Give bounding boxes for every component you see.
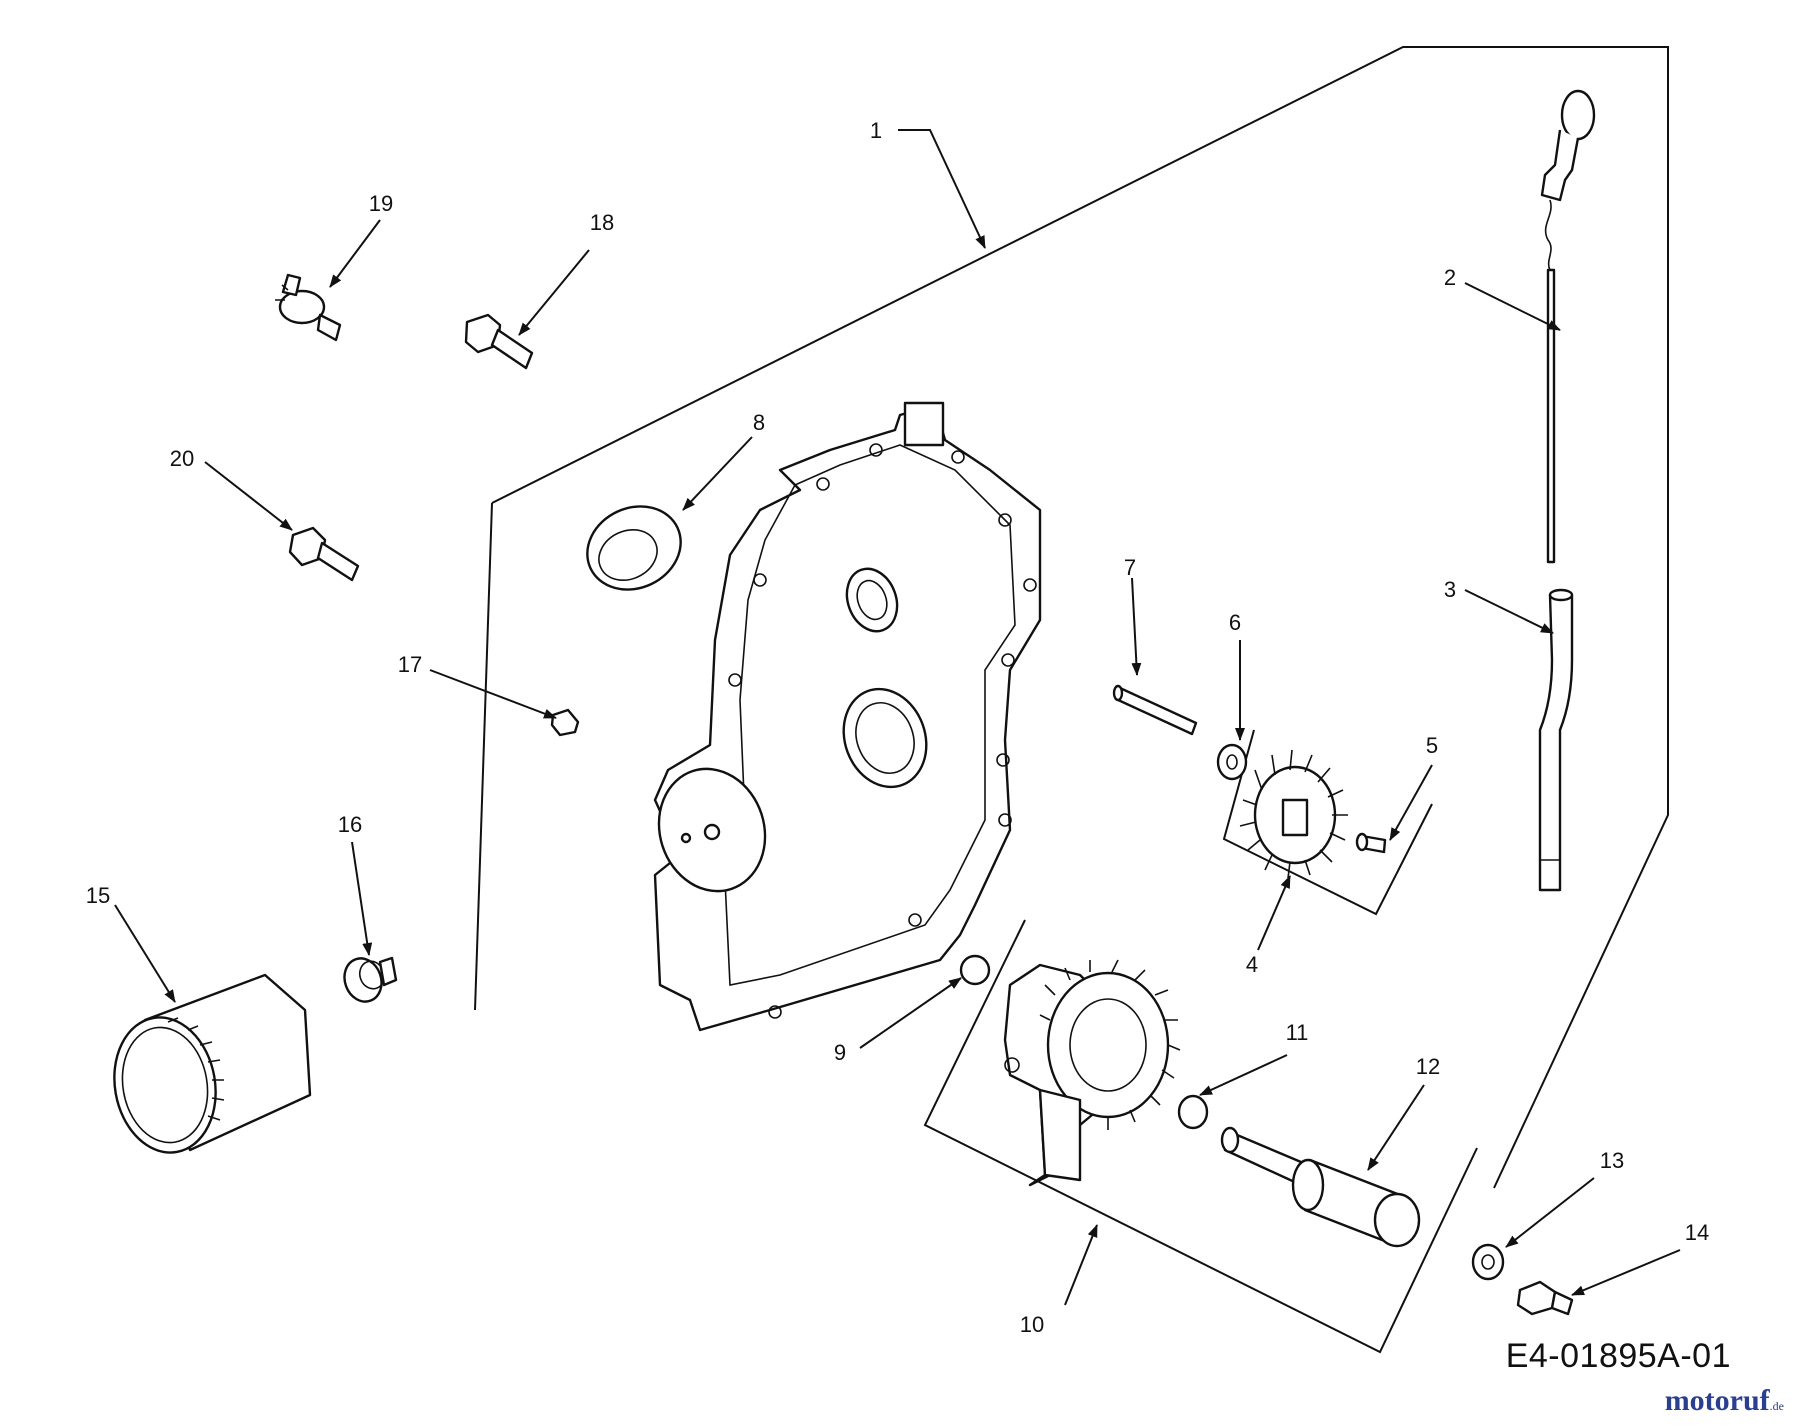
watermark-tld: .de (1769, 1399, 1784, 1413)
oil-seal-part (586, 505, 682, 591)
callout-2: 2 (1444, 265, 1456, 290)
subassembly-bracket-4 (1222, 729, 1433, 916)
dipstick-part (1540, 89, 1596, 564)
callout-7: 7 (1124, 555, 1136, 580)
callout-17: 17 (398, 652, 422, 677)
callout-9: 9 (834, 1040, 846, 1065)
leader-lines (114, 129, 1681, 1306)
callout-12: 12 (1416, 1054, 1440, 1079)
callout-15: 15 (86, 883, 110, 908)
callout-13: 13 (1600, 1148, 1624, 1173)
callout-19: 19 (369, 191, 393, 216)
assembly-outline (491, 46, 1669, 1189)
callout-labels: 1 2 3 4 5 6 7 8 9 10 11 12 13 14 15 16 1… (86, 118, 1709, 1337)
washer-13-part (1471, 1243, 1505, 1281)
drain-plug-part (1516, 1280, 1574, 1316)
callout-11: 11 (1286, 1020, 1309, 1045)
callout-10: 10 (1020, 1312, 1044, 1337)
crankcase-cover-part (653, 401, 1042, 1032)
subassembly-bracket-10 (923, 919, 1478, 1354)
dowel-pin-part (1112, 684, 1198, 736)
assembly-left-edge (474, 502, 493, 1011)
o-ring-11-part (1177, 1094, 1209, 1130)
callout-6: 6 (1229, 610, 1241, 635)
fitting-17-part (550, 708, 580, 737)
watermark-brand: motoruf (1664, 1384, 1770, 1417)
callout-14: 14 (1685, 1220, 1709, 1245)
washer-part (1216, 743, 1248, 781)
drawing-code: E4-01895A-01 (1505, 1337, 1731, 1375)
callout-5: 5 (1426, 733, 1438, 758)
callout-3: 3 (1444, 577, 1456, 602)
callout-18: 18 (590, 210, 614, 235)
bolt-18-part (464, 313, 534, 370)
plug-16-part (343, 956, 398, 1003)
o-ring-9-part (959, 954, 991, 986)
callout-1: 1 (870, 118, 882, 143)
pressure-switch-part (275, 273, 342, 342)
oil-pump-part (1003, 959, 1181, 1187)
callout-8: 8 (753, 410, 765, 435)
callout-16: 16 (338, 812, 362, 837)
dipstick-tube-part (1538, 588, 1574, 892)
callout-20: 20 (170, 446, 194, 471)
pin-part (1355, 832, 1387, 854)
pump-rotor-part (1220, 1126, 1421, 1248)
oil-filter-part (113, 973, 312, 1154)
watermark-logo: motoruf.de (1665, 1384, 1784, 1418)
bolt-20-part (288, 526, 360, 582)
callout-4: 4 (1246, 952, 1258, 977)
governor-gear-part (1239, 749, 1348, 879)
